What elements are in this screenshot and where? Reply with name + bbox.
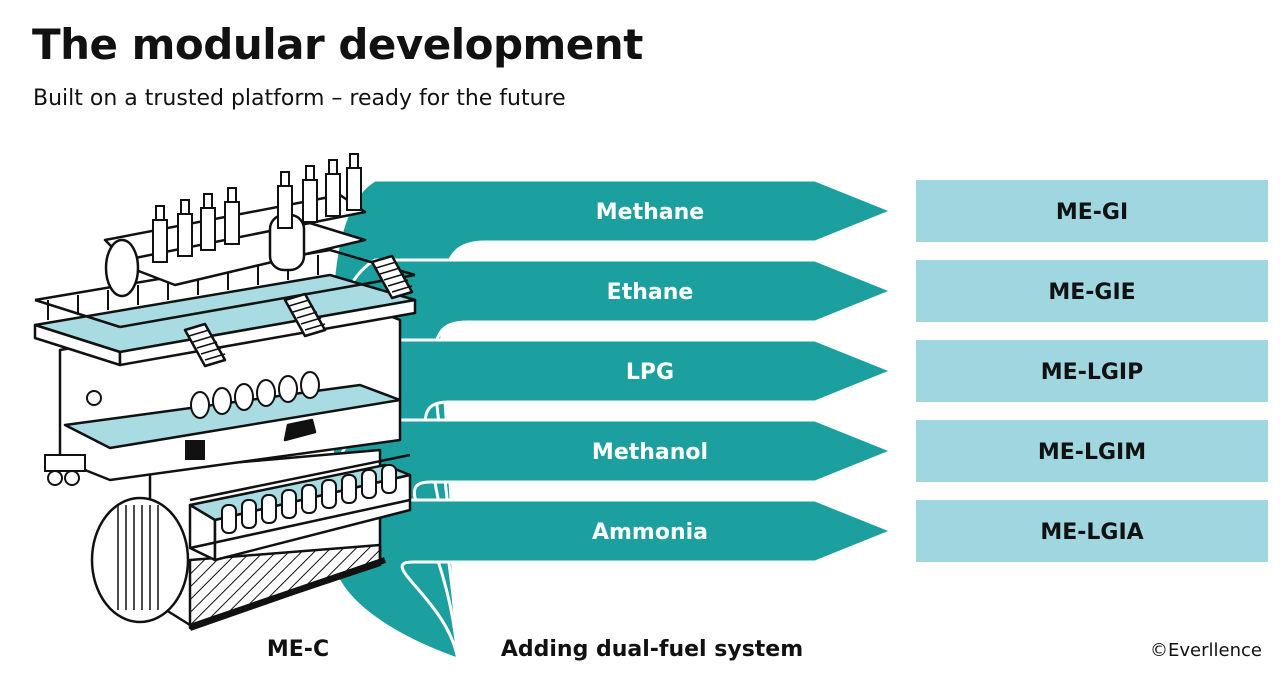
fuel-label-methanol: Methanol: [592, 440, 708, 465]
product-box-me-lgip: [916, 340, 1268, 402]
product-label-me-lgia: ME-LGIA: [1040, 520, 1143, 545]
fuel-label-ethane: Ethane: [607, 280, 694, 305]
product-label-me-gi: ME-GI: [1056, 200, 1128, 225]
product-label-me-lgim: ME-LGIM: [1038, 440, 1146, 465]
product-box-me-lgim: [916, 420, 1268, 482]
page-title: The modular development: [32, 20, 643, 69]
product-label-me-lgip: ME-LGIP: [1041, 360, 1143, 385]
product-box-me-gie: [916, 260, 1268, 322]
product-box-me-lgia: [916, 500, 1268, 562]
engine-icon: [33, 153, 417, 631]
dual-fuel-caption: Adding dual-fuel system: [501, 637, 803, 662]
fuel-label-ammonia: Ammonia: [592, 520, 708, 545]
fuel-label-lpg: LPG: [626, 360, 674, 385]
fuel-label-methane: Methane: [596, 200, 704, 225]
base-engine-label: ME-C: [267, 637, 329, 662]
product-box-me-gi: [916, 180, 1268, 242]
copyright-text: ©Everllence: [1150, 640, 1262, 661]
page-subtitle: Built on a trusted platform – ready for …: [33, 86, 566, 111]
product-boxes: ME-GI ME-GIE ME-LGIP ME-LGIM ME-LGIA: [916, 180, 1268, 562]
product-label-me-gie: ME-GIE: [1048, 280, 1135, 305]
